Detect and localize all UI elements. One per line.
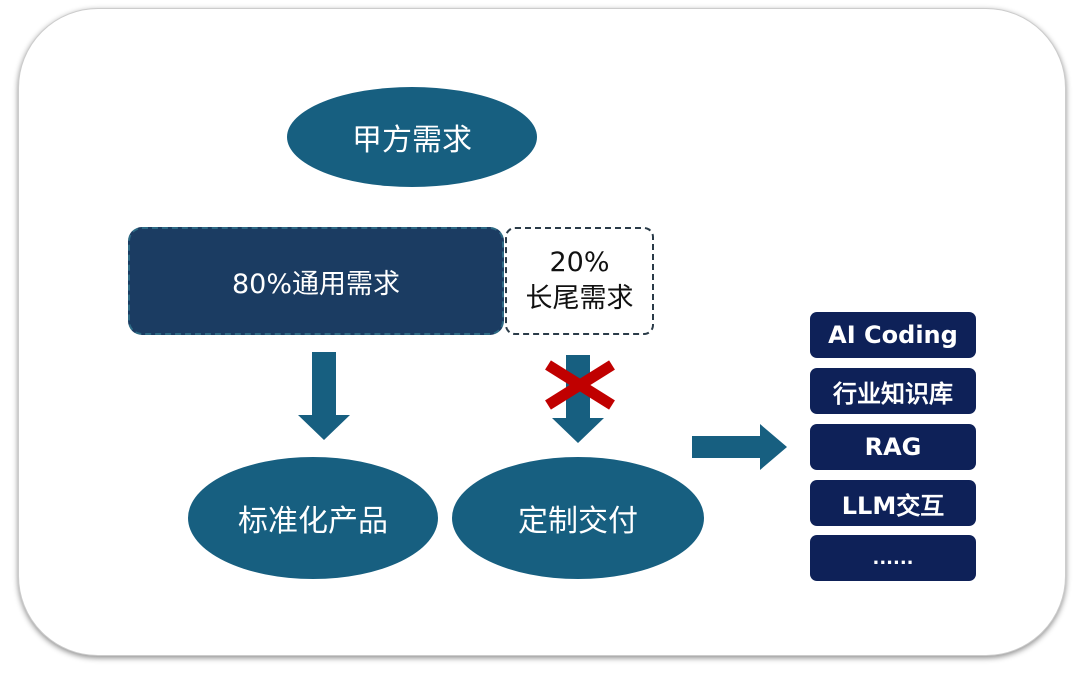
- down-arrow-icon: [552, 355, 604, 443]
- longtail-label: 长尾需求: [525, 283, 634, 314]
- capability-tag: AI Coding: [810, 312, 976, 358]
- capability-tag: RAG: [810, 424, 976, 470]
- longtail-percent: 20%: [549, 247, 610, 278]
- capability-tag: ......: [810, 535, 976, 581]
- standard-product-node: 标准化产品: [188, 457, 438, 579]
- capability-tag: 行业知识库: [810, 368, 976, 414]
- capability-tag: LLM交互: [810, 480, 976, 526]
- down-arrow-icon: [298, 352, 350, 440]
- cross-icon: [545, 360, 615, 410]
- custom-delivery-node: 定制交付: [452, 457, 704, 579]
- longtail-demand-box: 20% 长尾需求: [505, 227, 654, 335]
- right-arrow-icon: [692, 424, 787, 470]
- client-demand-node: 甲方需求: [287, 87, 537, 187]
- general-demand-box: 80%通用需求: [128, 227, 504, 335]
